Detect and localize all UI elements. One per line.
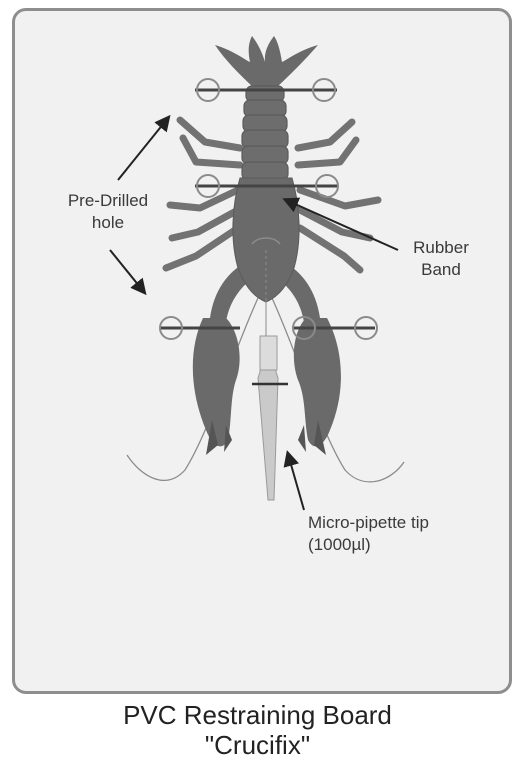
rubber-label-line2: Band (401, 259, 481, 281)
predrilled-label-line1: Pre-Drilled (52, 190, 164, 212)
caption-line1: PVC Restraining Board (0, 700, 515, 730)
rubber-band-label: Rubber Band (401, 237, 481, 281)
pipette-label-line2: (1000µl) (308, 534, 429, 556)
legs-left (166, 120, 240, 268)
figure-caption: PVC Restraining Board "Crucifix" (0, 700, 515, 760)
abdomen (242, 86, 288, 180)
arrow-to-hole-top (118, 118, 168, 180)
claw-right (274, 262, 341, 455)
pipette-label-line1: Micro-pipette tip (308, 512, 429, 534)
caption-line2: "Crucifix" (0, 730, 515, 760)
tail-fan (215, 36, 318, 88)
arrow-to-hole-bottom (110, 250, 144, 292)
predrilled-label-line2: hole (52, 212, 164, 234)
rubber-label-line1: Rubber (401, 237, 481, 259)
crayfish-illustration (0, 0, 515, 700)
predrilled-hole-label: Pre-Drilled hole (52, 190, 164, 234)
legs-right (298, 122, 378, 270)
pipette-tip-label: Micro-pipette tip (1000µl) (308, 512, 429, 556)
claw-left (193, 262, 256, 455)
arrow-to-pipette (288, 454, 304, 510)
pipette-tip (252, 300, 288, 500)
